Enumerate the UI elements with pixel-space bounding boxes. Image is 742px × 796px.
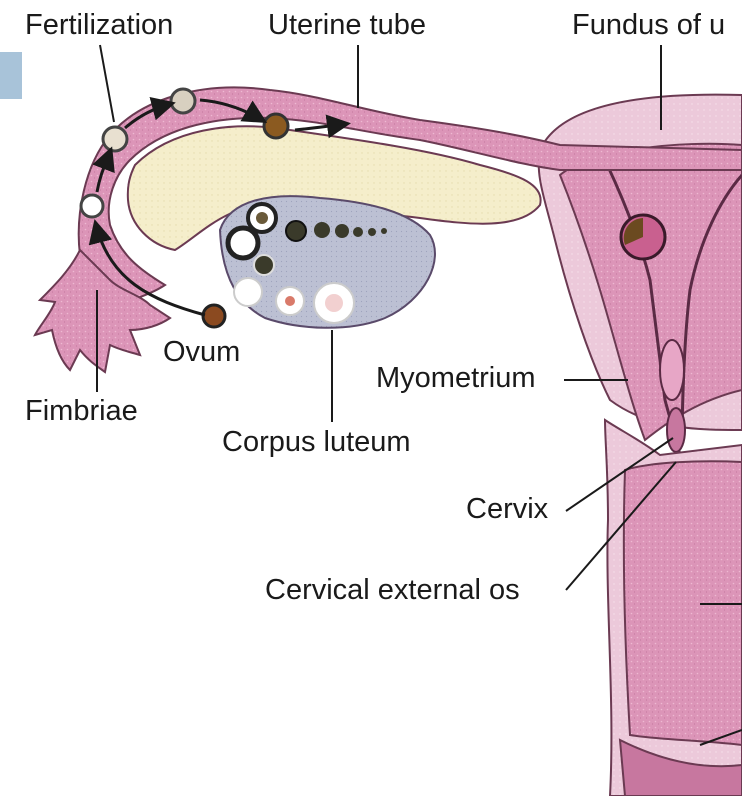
ovum-cell bbox=[203, 305, 225, 327]
label-fundus: Fundus of u bbox=[572, 11, 725, 40]
label-corpus-luteum: Corpus luteum bbox=[222, 428, 411, 457]
label-fertilization: Fertilization bbox=[25, 11, 173, 40]
label-cervix: Cervix bbox=[466, 495, 548, 524]
label-fimbriae: Fimbriae bbox=[25, 397, 138, 426]
label-ovum: Ovum bbox=[163, 338, 240, 367]
label-uterine-tube: Uterine tube bbox=[268, 11, 426, 40]
label-myometrium: Myometrium bbox=[376, 364, 536, 393]
label-cervical-external-os: Cervical external os bbox=[265, 576, 520, 605]
cervical-canal bbox=[660, 340, 684, 400]
